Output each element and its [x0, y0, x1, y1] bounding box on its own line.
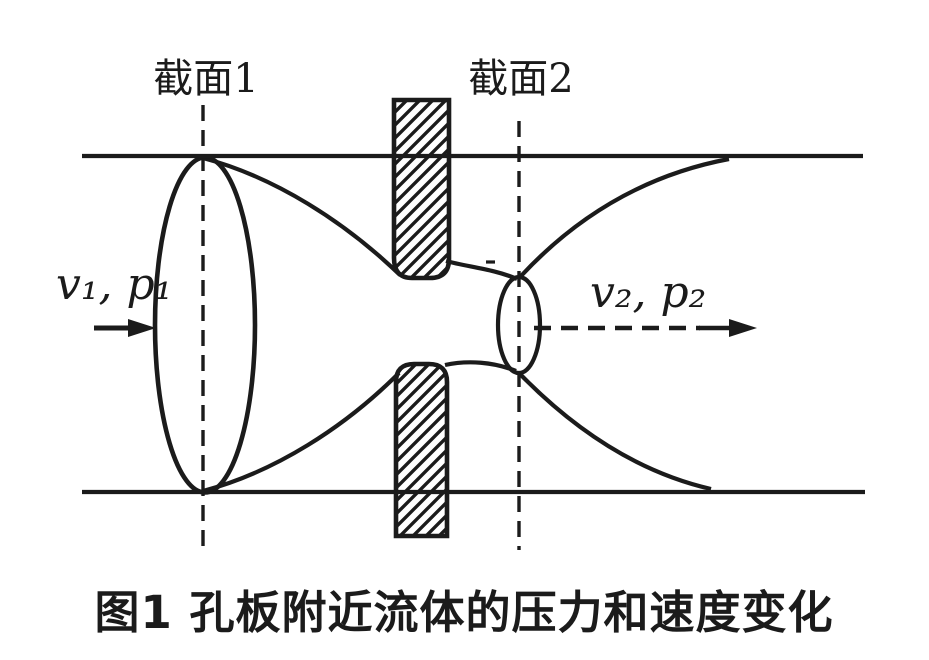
- inlet-velocity-pressure-label: v₁, p₁: [56, 259, 172, 310]
- jet-boundary-top: [445, 258, 518, 281]
- vena-contracta-ellipse: [495, 274, 543, 376]
- streamline-diverging-top: [519, 156, 730, 278]
- outlet-flow-arrow: [534, 319, 757, 337]
- inlet-flow-arrow: [94, 319, 156, 337]
- orifice-plate-bottom: [393, 361, 450, 539]
- section-1-label: 截面1: [153, 56, 258, 102]
- streamline-diverging-bottom: [518, 372, 712, 492]
- orifice-plate-top: [391, 97, 452, 281]
- section-2-label: 截面2: [468, 56, 573, 102]
- outlet-velocity-pressure-label: v₂, p₂: [590, 267, 706, 318]
- upstream-flow-ellipse: [152, 155, 258, 495]
- streamline-converging-bottom: [202, 371, 401, 494]
- jet-boundary-bottom: [444, 360, 517, 373]
- streamline-converging-top: [202, 155, 402, 277]
- figure-caption: 图1 孔板附近流体的压力和速度变化: [95, 586, 834, 639]
- inlet-arrowhead-icon: [128, 319, 156, 337]
- outlet-arrowhead-icon: [729, 319, 757, 337]
